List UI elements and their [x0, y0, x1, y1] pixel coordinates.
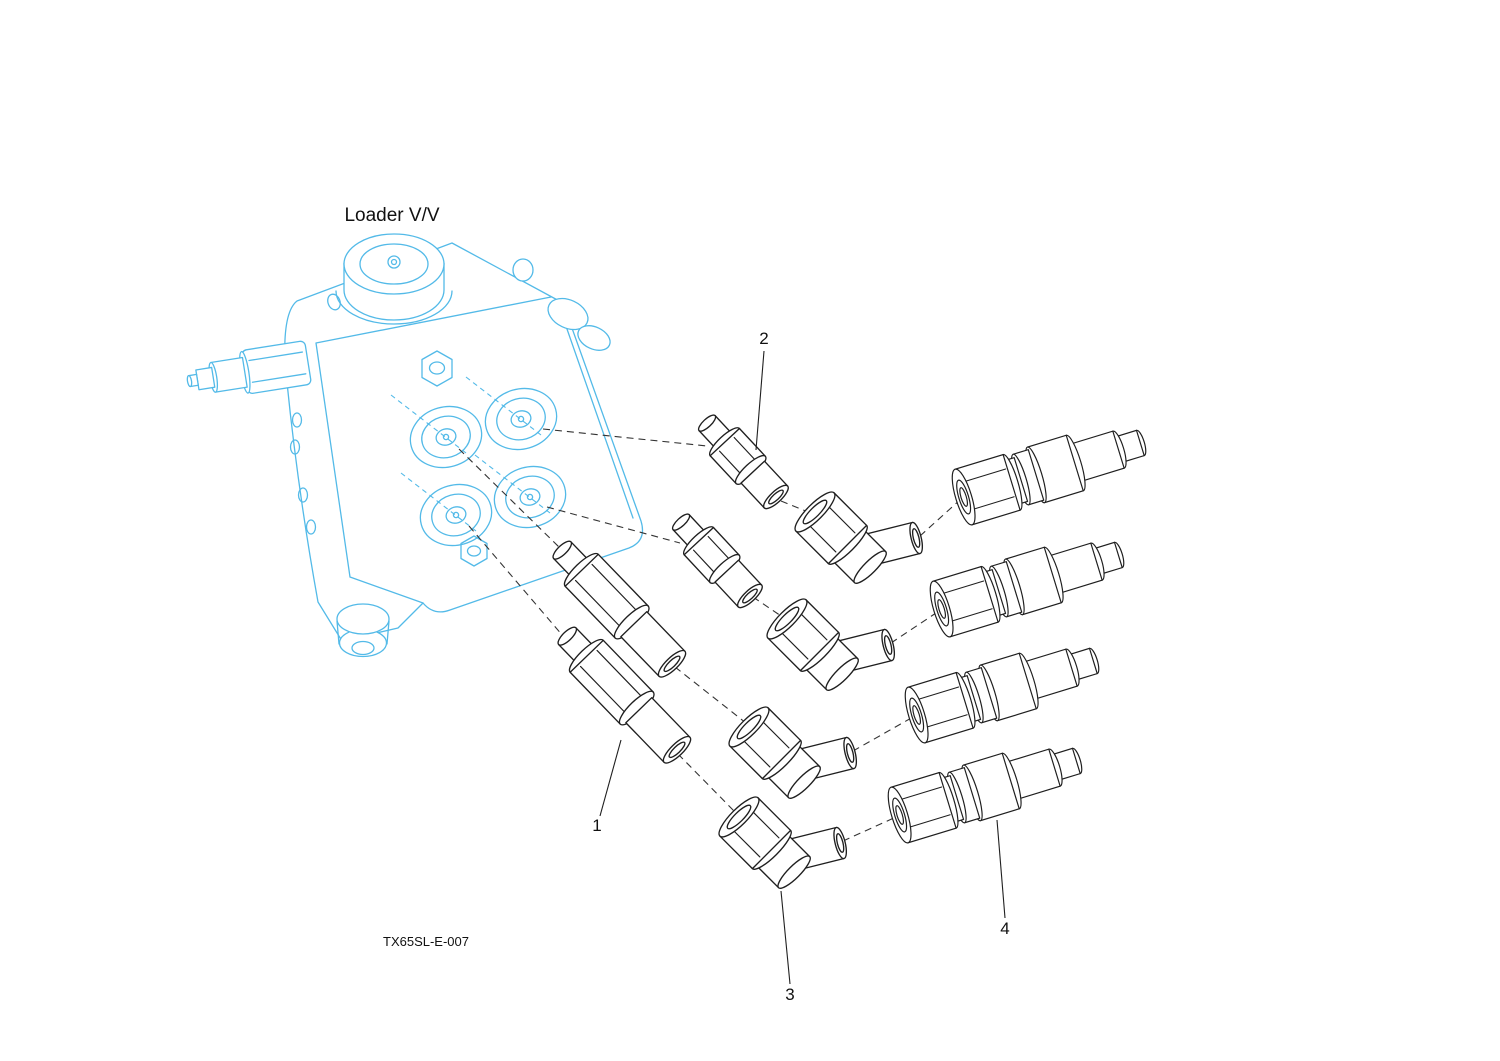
- callout-1: 1: [592, 739, 622, 835]
- assembly-axis-line: [752, 596, 788, 621]
- assembly-axis-line: [842, 816, 897, 842]
- callout-1-leader: [599, 739, 622, 817]
- quick-coupler-4: [882, 731, 1090, 846]
- valve-hex-plug: [421, 350, 453, 387]
- elbow-fitting-1: [789, 486, 926, 592]
- assembly-axis-line: [468, 525, 564, 637]
- valve-spool-cap: [577, 325, 611, 351]
- adapter-fitting-2: [546, 616, 699, 771]
- assembly-axis-line: [890, 610, 940, 644]
- port-axis-lines: [390, 376, 551, 532]
- quick-coupler-2: [924, 525, 1132, 640]
- assembly-axis-line: [919, 498, 962, 537]
- callout-3-label: 3: [785, 985, 794, 1004]
- callout-4-leader: [996, 819, 1006, 919]
- assembly-axis-line: [542, 428, 708, 447]
- assembly-axis-line: [677, 753, 737, 814]
- diagram-title: Loader V/V: [344, 205, 439, 226]
- callout-2-label: 2: [759, 329, 768, 348]
- loader-valve: [186, 233, 644, 658]
- nipple-fitting-2: [663, 504, 770, 615]
- callout-2: 2: [755, 329, 769, 451]
- elbow-fitting-3: [723, 701, 860, 807]
- valve-spool-cap: [547, 297, 589, 331]
- assembly-axis-lines: [458, 428, 962, 842]
- callout-2-leader: [755, 350, 765, 451]
- callout-4: 4: [996, 819, 1010, 938]
- callout-4-label: 4: [1000, 919, 1009, 938]
- valve-hex-plug: [460, 535, 488, 567]
- valve-face-edges: [315, 296, 634, 604]
- callout-3-leader: [780, 890, 791, 985]
- assembly-axis-line: [674, 666, 747, 724]
- valve-bottom-boss: [336, 603, 390, 658]
- elbow-fitting-2: [761, 593, 898, 699]
- valve-top-cap: [335, 233, 453, 325]
- quick-coupler-1: [946, 413, 1154, 528]
- valve-side-holes: [289, 412, 317, 535]
- nipple-fitting-1: [689, 405, 796, 516]
- callout-3: 3: [780, 890, 795, 1004]
- fittings: [541, 405, 1154, 897]
- callout-1-label: 1: [592, 816, 601, 835]
- drawing-code-label: TX65SL-E-007: [383, 934, 469, 949]
- assembly-axis-line: [852, 716, 914, 752]
- quick-coupler-3: [899, 631, 1107, 746]
- valve-top-face-hole: [327, 293, 341, 311]
- elbow-fitting-4: [713, 791, 850, 897]
- valve-relief-plug: [186, 340, 312, 394]
- valve-top-hole: [512, 258, 534, 282]
- assembly-axis-line: [546, 506, 681, 544]
